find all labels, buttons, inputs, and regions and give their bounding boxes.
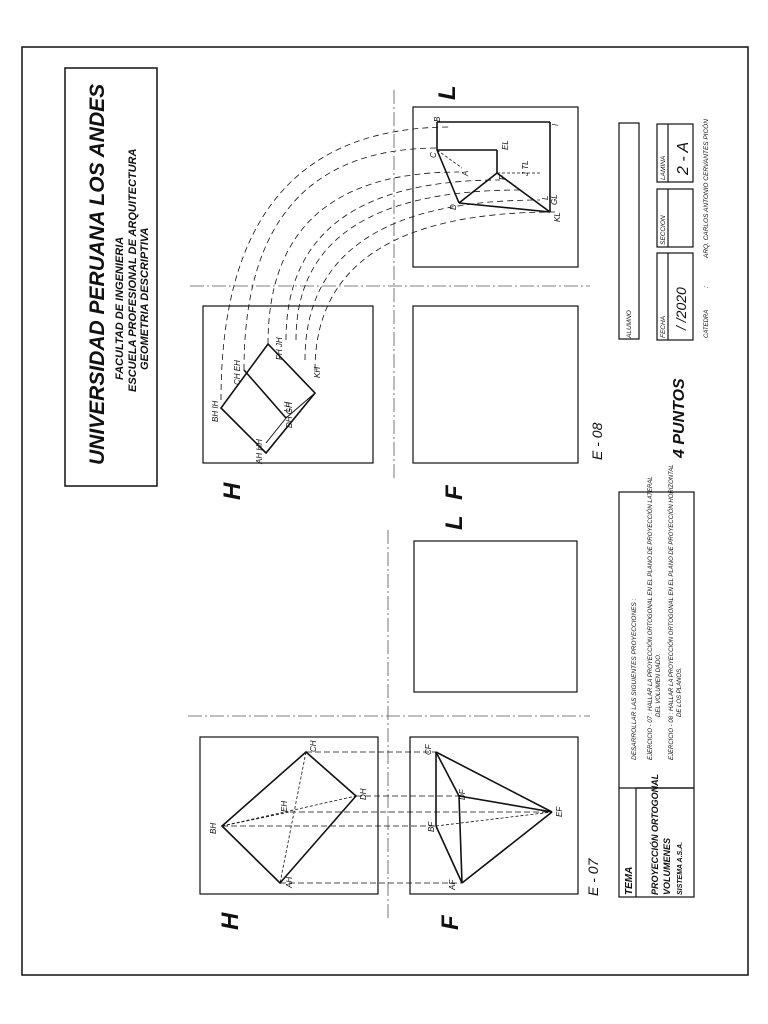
label-e08-dl: D bbox=[449, 204, 458, 210]
label-e08-fl: F bbox=[498, 174, 507, 180]
label-e08-cl: C bbox=[429, 152, 438, 158]
e07-h-box bbox=[199, 736, 379, 895]
topic-line-3: SISTEMA A.S.A. bbox=[677, 842, 684, 895]
label-e08-gl: GL bbox=[550, 194, 559, 205]
date-value: / /2020 bbox=[673, 287, 689, 331]
e07-point-labels: AH BH EH DH CH AF BF DF CF EF bbox=[209, 740, 564, 891]
e08-l-solid bbox=[436, 121, 551, 213]
faculty-name: FACULTAD DE INGENIERIA bbox=[114, 237, 126, 380]
label-e08-al: A bbox=[461, 171, 470, 177]
course-name: GEOMETRIA DESCRIPTIVA bbox=[139, 228, 151, 370]
topic-line-1: PROYECCIÓN ORTOGONAL bbox=[649, 774, 660, 895]
date-label: FECHA bbox=[660, 316, 667, 338]
chair-colon: : bbox=[703, 286, 710, 288]
university-name: UNIVERSIDAD PERUANA LOS ANDES bbox=[86, 84, 109, 465]
e08-h-box bbox=[202, 305, 374, 464]
topic-heading: TEMA bbox=[624, 867, 635, 895]
e07-f-letter: F bbox=[437, 914, 464, 930]
e08-point-labels: BH IH CH EH AH HH DH GH FH JH KH LH B I … bbox=[211, 116, 562, 465]
e07-l-letter: L bbox=[441, 515, 468, 530]
e07-l-box bbox=[413, 540, 578, 693]
instructions-line-3: EJERCICIO - 08 : HALLAR LA PROYECCIÓN OR… bbox=[668, 464, 675, 760]
label-e08-lh: LH bbox=[283, 402, 292, 412]
e07-f-hidden bbox=[435, 811, 553, 827]
sheet-label: LAMINA bbox=[660, 156, 667, 180]
e08-l-letter: L bbox=[434, 85, 461, 100]
label-dh: DH bbox=[359, 788, 368, 800]
e07-exercise-code: E - 07 bbox=[585, 857, 601, 896]
chair-label: CATEDRA bbox=[704, 310, 710, 338]
label-e08-dh: DH GH bbox=[285, 402, 294, 428]
label-e08-kl: KL bbox=[553, 212, 562, 222]
student-label: ALUMNO bbox=[626, 310, 633, 339]
label-ef: EF bbox=[555, 806, 564, 817]
label-af: AF bbox=[448, 879, 457, 891]
label-e08-jl: J TL bbox=[521, 160, 530, 177]
label-e08-bl: B bbox=[433, 116, 442, 122]
e08-f-letter: F bbox=[441, 484, 468, 500]
label-eh: EH bbox=[280, 801, 289, 812]
professor-name: ARQ. CARLOS ANTONIO CERVANTES PICÓN bbox=[701, 119, 710, 259]
e07-f-solid bbox=[435, 751, 553, 884]
label-e08-el: EL bbox=[501, 140, 510, 150]
e08-h-inner bbox=[265, 392, 316, 444]
e08-transfer-arcs bbox=[220, 126, 556, 401]
label-e08-kh: KH bbox=[313, 367, 322, 378]
e07-h-diagonals bbox=[221, 751, 357, 884]
topic-line-2: VOLUMENES bbox=[662, 838, 672, 895]
section-label: SECCION bbox=[660, 215, 667, 245]
label-cf: CF bbox=[424, 743, 433, 755]
label-e08-fh: FH JH bbox=[275, 337, 284, 360]
label-e08-bh: BH IH bbox=[211, 400, 220, 422]
label-e08-il: I bbox=[551, 123, 560, 126]
instructions-line-2: DEL VOLUMEN DADO. bbox=[656, 653, 662, 717]
e08-exercise-code: E - 08 bbox=[589, 422, 605, 460]
title-box bbox=[64, 67, 158, 487]
label-df: DF bbox=[458, 788, 467, 800]
e07-projection-lines bbox=[222, 751, 552, 884]
student-cells bbox=[618, 122, 694, 341]
info-block bbox=[618, 491, 695, 898]
label-ah: AH bbox=[285, 877, 294, 889]
school-name: ESCUELA PROFESIONAL DE ARQUITECTURA bbox=[127, 149, 139, 392]
e07-f-box bbox=[409, 736, 579, 895]
label-bh: BH bbox=[209, 823, 218, 834]
sheet-value: 2 - A bbox=[675, 142, 692, 176]
instructions-heading: DESARROLLAR LAS SIGUIENTES PROYECCIONES … bbox=[631, 598, 638, 760]
instructions-line-1: EJERCICIO - 07 : HALLAR LA PROYECCIÓN OR… bbox=[647, 476, 654, 760]
e07-h-square bbox=[220, 750, 358, 885]
e07-h-letter: H bbox=[217, 912, 244, 930]
e08-l-box bbox=[412, 106, 579, 268]
label-e08-ah: AH HH bbox=[255, 439, 264, 465]
sheet-border bbox=[21, 46, 749, 976]
label-e08-ll: L bbox=[541, 196, 550, 200]
e08-h-letter: H bbox=[219, 482, 246, 500]
points-value: 4 PUNTOS bbox=[671, 378, 688, 459]
label-bf: BF bbox=[427, 821, 436, 832]
e08-l-hidden bbox=[436, 149, 540, 174]
label-e08-ch: CH EH bbox=[233, 360, 242, 385]
instructions-line-4: DE LOS PLANOS. bbox=[677, 667, 683, 717]
label-ch: CH bbox=[309, 740, 318, 752]
e08-f-box bbox=[412, 305, 579, 464]
